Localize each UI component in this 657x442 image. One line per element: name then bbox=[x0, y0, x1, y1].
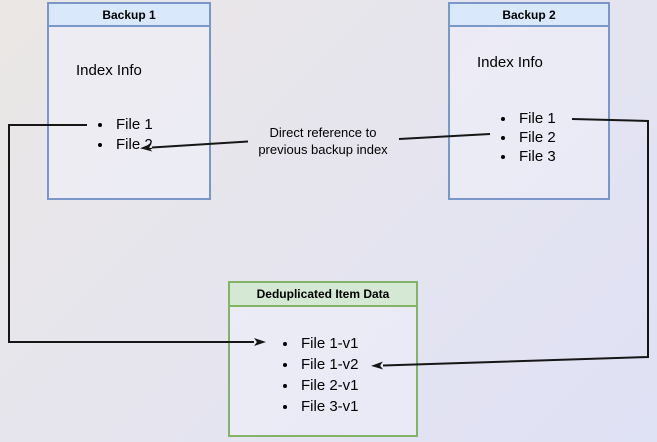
backup1-box: Backup 1 Index Info File 1 File 2 bbox=[47, 2, 211, 200]
dedup-header: Deduplicated Item Data bbox=[230, 283, 416, 307]
backup2-box: Backup 2 Index Info File 1 File 2 File 3 bbox=[448, 2, 610, 200]
backup2-file-list: File 1 File 2 File 3 bbox=[500, 109, 556, 166]
backup2-index-info-label: Index Info bbox=[477, 54, 543, 71]
list-item: File 1 bbox=[113, 115, 153, 135]
direct-reference-label-line1: Direct reference to bbox=[269, 125, 377, 140]
backup1-index-info-label: Index Info bbox=[76, 62, 142, 79]
list-item: File 3-v1 bbox=[298, 396, 359, 417]
backup1-file-list: File 1 File 2 bbox=[97, 115, 153, 155]
list-item: File 2 bbox=[113, 135, 153, 155]
list-item: File 1-v1 bbox=[298, 333, 359, 354]
list-item: File 2 bbox=[516, 128, 556, 147]
backup1-header: Backup 1 bbox=[49, 4, 209, 27]
list-item: File 1 bbox=[516, 109, 556, 128]
direct-reference-label: Direct reference to previous backup inde… bbox=[238, 124, 408, 158]
dedup-title: Deduplicated Item Data bbox=[256, 287, 390, 301]
list-item: File 2-v1 bbox=[298, 375, 359, 396]
backup2-header: Backup 2 bbox=[450, 4, 608, 27]
deduplicated-item-data-box: Deduplicated Item Data File 1-v1 File 1-… bbox=[228, 281, 418, 437]
backup2-title: Backup 2 bbox=[502, 7, 556, 22]
list-item: File 1-v2 bbox=[298, 354, 359, 375]
backup1-title: Backup 1 bbox=[102, 7, 156, 22]
dedup-file-list: File 1-v1 File 1-v2 File 2-v1 File 3-v1 bbox=[282, 333, 359, 417]
direct-reference-label-line2: previous backup index bbox=[258, 142, 388, 157]
list-item: File 3 bbox=[516, 147, 556, 166]
